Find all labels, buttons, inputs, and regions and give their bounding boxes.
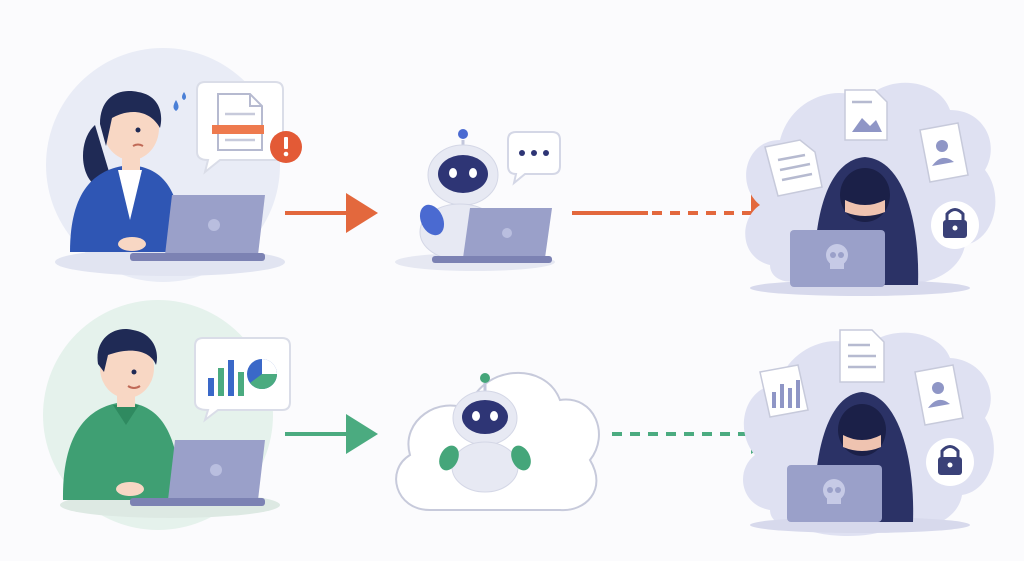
antenna-icon bbox=[480, 373, 490, 383]
hair bbox=[100, 91, 162, 146]
bar-chart-icon bbox=[208, 360, 244, 396]
ai-robot-in-cloud bbox=[395, 371, 600, 512]
redaction-bar bbox=[212, 125, 264, 134]
pie-chart-icon bbox=[247, 359, 277, 389]
laptop bbox=[130, 195, 265, 261]
sensitive-document-bubble bbox=[196, 81, 302, 175]
document-icon bbox=[212, 93, 264, 151]
document-icon bbox=[839, 329, 885, 383]
laptop bbox=[432, 208, 552, 263]
skull-icon bbox=[823, 479, 845, 504]
id-card-icon bbox=[919, 122, 969, 183]
document-icon bbox=[764, 139, 823, 197]
robot-arm bbox=[419, 204, 445, 236]
id-card-icon bbox=[914, 364, 964, 426]
hair bbox=[97, 328, 158, 372]
robot-face bbox=[462, 400, 508, 434]
skull-icon bbox=[826, 244, 848, 269]
robot-arm bbox=[511, 445, 531, 471]
ellipsis-icon bbox=[507, 131, 561, 186]
sweat-drop-icon bbox=[173, 92, 186, 111]
green-shirt bbox=[62, 402, 182, 500]
robot-face bbox=[438, 155, 488, 193]
laptop bbox=[790, 230, 885, 287]
robot-arm bbox=[439, 445, 459, 471]
bar-chart-icon bbox=[759, 364, 809, 418]
image-file-icon bbox=[844, 89, 888, 141]
laptop bbox=[787, 465, 882, 522]
padlock-icon bbox=[926, 438, 974, 486]
antenna-icon bbox=[458, 129, 468, 139]
exclamation-icon bbox=[270, 131, 302, 163]
padlock-icon bbox=[931, 201, 979, 249]
analytics-bubble bbox=[194, 337, 291, 423]
laptop bbox=[130, 440, 265, 506]
